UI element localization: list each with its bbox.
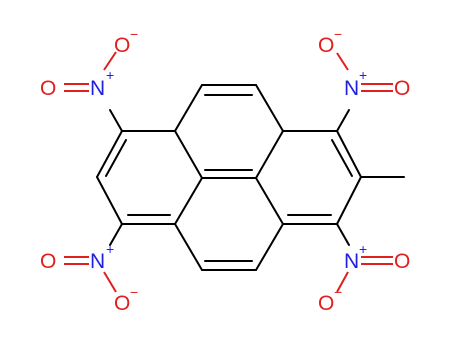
oxygen-label: O: [40, 250, 56, 273]
nitro-group-bottom-right: N + O O −: [318, 241, 410, 315]
oxygen-label: O: [318, 34, 334, 57]
bond: [109, 223, 123, 246]
bond: [174, 84, 203, 132]
negative-charge: −: [130, 26, 138, 42]
nitrogen-label: N: [344, 250, 359, 273]
c-n-bonds: [109, 109, 350, 246]
bond: [174, 223, 203, 271]
nitro-group-bottom-left: N + O O −: [40, 241, 138, 315]
negative-charge: −: [334, 284, 342, 300]
positive-charge: +: [359, 241, 367, 257]
bond: [96, 176, 123, 225]
oxygen-label: O: [394, 77, 410, 100]
bond: [255, 84, 284, 132]
carbon-skeleton: [96, 84, 405, 271]
bond: [255, 223, 284, 271]
bond: [336, 130, 362, 178]
bond: [336, 176, 362, 225]
oxygen-label: O: [114, 292, 130, 315]
nitro-group-top-right: N + O O −: [318, 26, 410, 100]
nitrogen-label: N: [90, 250, 105, 273]
oxygen-label: O: [318, 292, 334, 315]
bond: [174, 177, 203, 225]
oxygen-label: O: [394, 250, 410, 273]
n-o-bond: [103, 51, 117, 71]
oxygen-label: O: [114, 34, 130, 57]
bond: [336, 109, 350, 132]
nitro-group-top-left: N + O O −: [40, 26, 138, 100]
bond: [96, 130, 123, 178]
nitrogen-label: N: [344, 77, 359, 100]
bond: [336, 223, 350, 246]
n-o-bond: [336, 271, 349, 293]
n-o-bond: [103, 271, 117, 293]
bond-double-inner: [331, 139, 353, 177]
nitrogen-label: N: [90, 77, 105, 100]
negative-charge: −: [130, 284, 138, 300]
oxygen-label: O: [40, 77, 56, 100]
bond: [255, 130, 284, 179]
bond: [174, 130, 203, 179]
positive-charge: +: [106, 241, 114, 257]
positive-charge: +: [359, 67, 367, 83]
bond: [255, 177, 284, 225]
bond: [109, 109, 123, 132]
bond-double-inner: [105, 139, 127, 177]
n-o-bond: [336, 52, 349, 71]
negative-charge: −: [334, 26, 342, 42]
positive-charge: +: [106, 67, 114, 83]
